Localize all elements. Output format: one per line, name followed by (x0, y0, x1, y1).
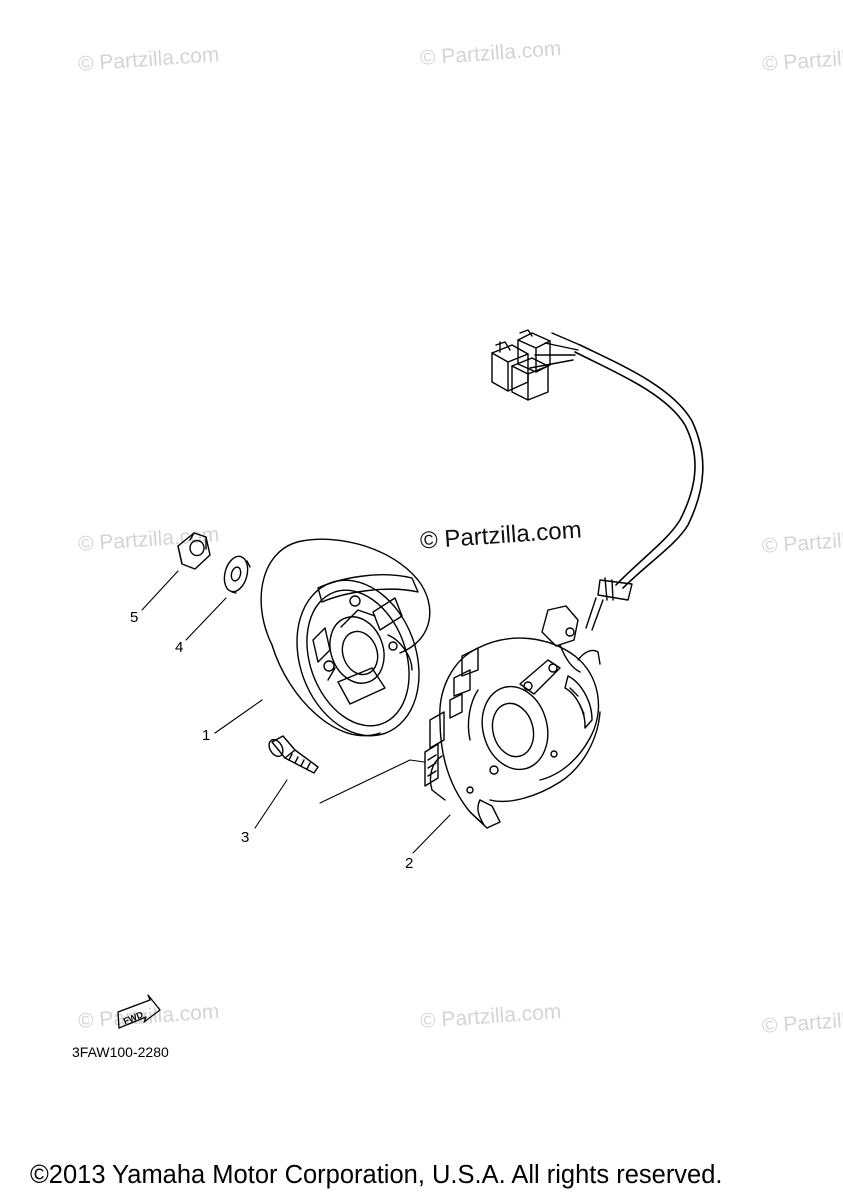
fwd-arrow-icon: FWD (117, 994, 161, 1029)
callout-4: 4 (175, 639, 184, 656)
reference-code: 3FAW100-2280 (72, 1044, 169, 1060)
copyright-notice: ©2013 Yamaha Motor Corporation, U.S.A. A… (30, 1161, 723, 1189)
leader-lines (141, 570, 451, 854)
stator (424, 605, 601, 829)
callout-2: 2 (405, 855, 414, 872)
wire-harness (529, 332, 704, 631)
fwd-label: FWD (122, 1009, 145, 1026)
callout-5: 5 (130, 609, 139, 626)
connector (517, 329, 551, 373)
callout-3: 3 (241, 829, 250, 846)
callout-1: 1 (202, 727, 211, 744)
nut (177, 532, 211, 570)
rotor (260, 538, 431, 737)
washer (223, 555, 251, 594)
screw (268, 735, 319, 774)
